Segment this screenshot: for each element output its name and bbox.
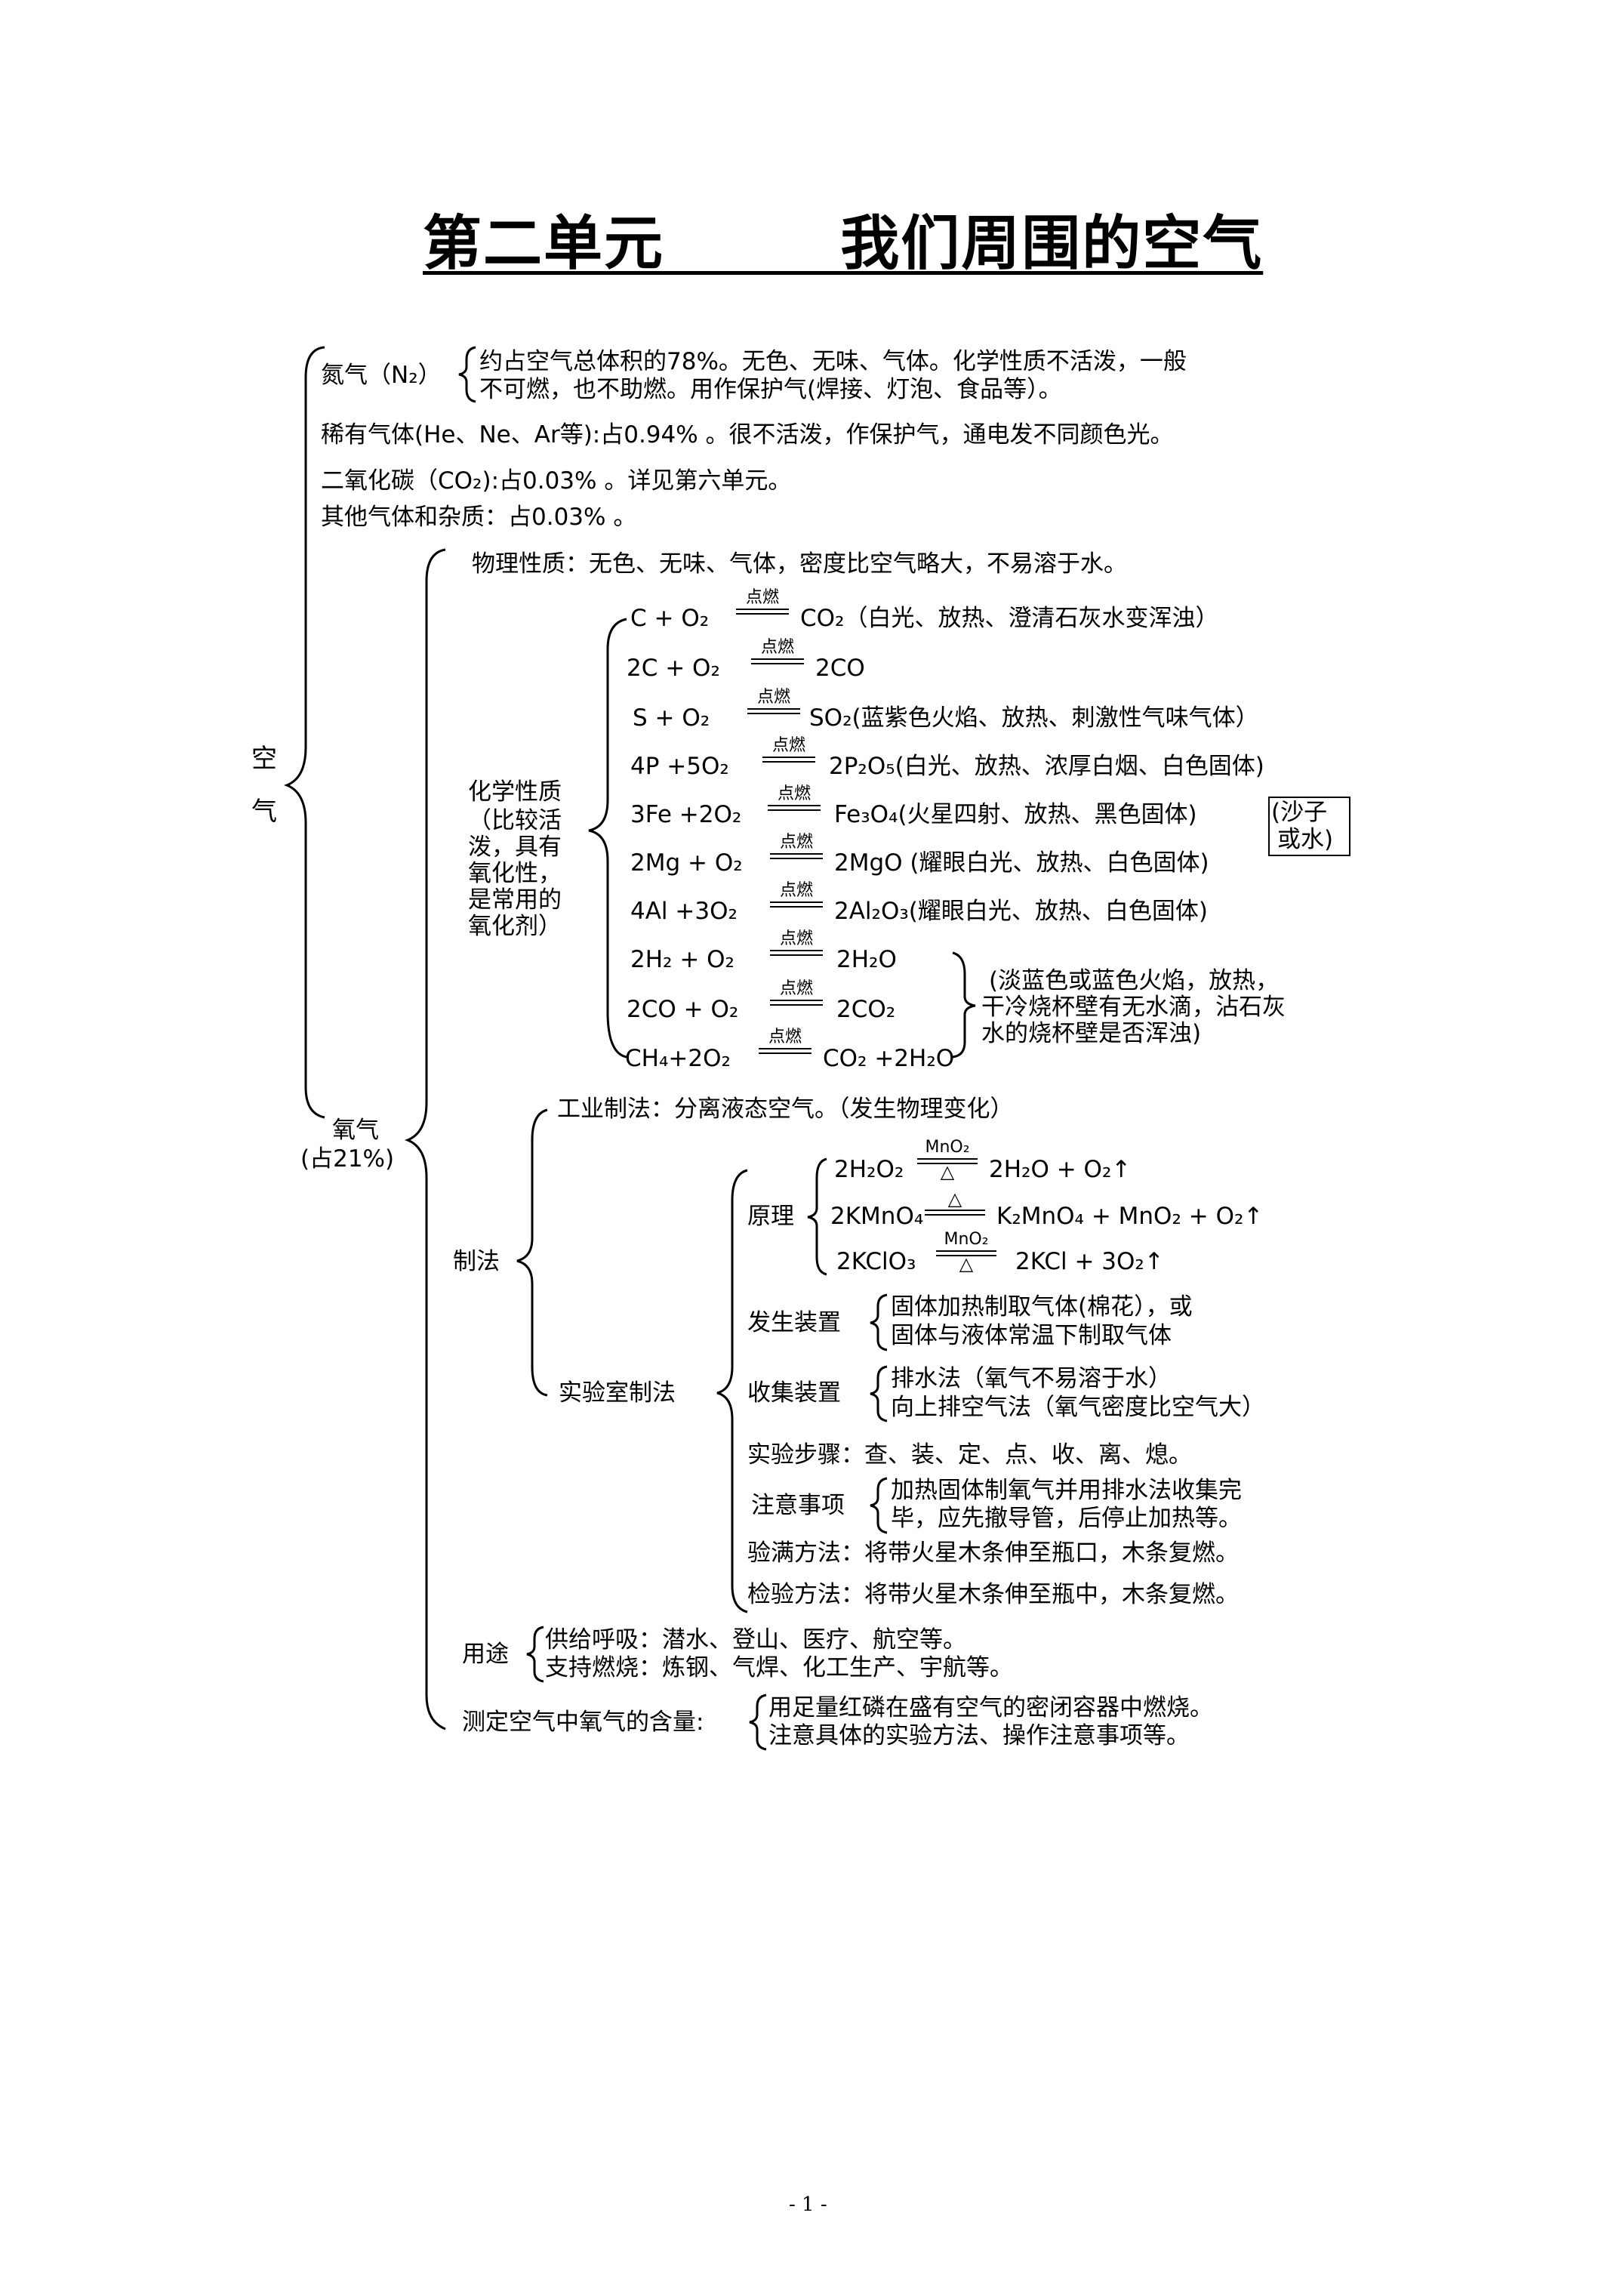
fe-note-line1: (沙子 <box>1271 799 1328 826</box>
reaction-lhs: 3Fe +2O₂ <box>630 801 742 828</box>
principle-rhs: 2KCl + 3O₂↑ <box>1015 1248 1164 1275</box>
reaction-lhs: 2H₂ + O₂ <box>630 946 735 973</box>
flame-note-line2: 干冷烧杯壁有无水滴，沾石灰 <box>981 994 1286 1021</box>
reaction-rhs: 2P₂O₅(白光、放热、浓厚白烟、白色固体) <box>829 753 1264 780</box>
flame-note-line3: 水的烧杯壁是否浑浊) <box>981 1020 1202 1047</box>
principle-rhs: 2H₂O + O₂↑ <box>989 1156 1132 1183</box>
chem-label-0: 化学性质 <box>468 778 562 806</box>
oxygen-percent: (占21%) <box>300 1145 395 1173</box>
n2-label: 氮气（N₂） <box>321 362 442 389</box>
notes-line2: 毕，应先撤导管，后停止加热等。 <box>891 1505 1242 1532</box>
reaction-rhs: 2CO₂ <box>836 996 896 1023</box>
chem-label-4: 是常用的 <box>468 886 562 914</box>
chem-label-3: 氧化性， <box>468 860 562 887</box>
gen-line2: 固体与液体常温下制取气体 <box>891 1322 1172 1349</box>
gen-label: 发生装置 <box>747 1309 841 1336</box>
reaction-lhs: C + O₂ <box>630 605 710 632</box>
principle-lhs: 2KClO₃ <box>836 1248 916 1275</box>
use-line2: 支持燃烧：炼钢、气焊、化工生产、宇航等。 <box>545 1654 1013 1681</box>
oxygen-label: 氧气 <box>332 1117 379 1144</box>
prep-label: 制法 <box>453 1248 500 1275</box>
collect-line1: 排水法（氧气不易溶于水） <box>891 1365 1172 1392</box>
experiment-steps: 实验步骤：查、装、定、点、收、离、熄。 <box>747 1441 1192 1469</box>
fe-note-box <box>1268 797 1350 856</box>
reaction-lhs: 2Mg + O₂ <box>630 849 743 877</box>
reaction-condition: 点燃 <box>736 589 789 615</box>
use-line1: 供给呼吸：潜水、登山、医疗、航空等。 <box>545 1626 966 1653</box>
reaction-lhs: 2C + O₂ <box>627 655 720 682</box>
reaction-rhs: SO₂(蓝紫色火焰、放热、刺激性气味气体） <box>809 704 1259 732</box>
reaction-lhs: 4P +5O₂ <box>630 753 729 780</box>
notes-label: 注意事项 <box>751 1492 845 1519</box>
physical-properties: 物理性质：无色、无味、气体，密度比空气略大，不易溶于水。 <box>472 550 1127 578</box>
reaction-condition: 点燃 <box>770 834 823 859</box>
others-line: 其他气体和杂质：占0.03% 。 <box>321 504 637 531</box>
collect-label: 收集装置 <box>747 1379 841 1407</box>
rare-gas-line: 稀有气体(He、Ne、Ar等):占0.94% 。很不活泼，作保护气，通电发不同颜… <box>321 421 1174 448</box>
reaction-condition: 点燃 <box>770 882 823 908</box>
principle-lhs: 2H₂O₂ <box>834 1156 904 1183</box>
root-air: 空气 <box>251 744 277 827</box>
fe-note-line2: 或水) <box>1277 826 1334 853</box>
reaction-lhs: 4Al +3O₂ <box>630 898 738 925</box>
chem-label-1: （比较活 <box>468 807 562 834</box>
gen-line1: 固体加热制取气体(棉花），或 <box>891 1293 1193 1321</box>
principle-condition: MnO₂△ <box>917 1139 978 1181</box>
principle-condition: MnO₂△ <box>936 1231 996 1273</box>
principle-lhs: 2KMnO₄ <box>830 1203 924 1230</box>
measure-label: 测定空气中氧气的含量: <box>462 1709 704 1736</box>
reaction-condition: 点燃 <box>762 737 815 763</box>
measure-line2: 注意具体的实验方法、操作注意事项等。 <box>768 1722 1190 1749</box>
reaction-rhs: 2CO <box>815 655 865 682</box>
reaction-rhs: CO₂（白光、放热、澄清石灰水变浑浊） <box>800 605 1219 632</box>
collect-line2: 向上排空气法（氧气密度比空气大） <box>891 1394 1265 1421</box>
reaction-rhs: CO₂ +2H₂O <box>823 1045 955 1072</box>
principle-rhs: K₂MnO₄ + MnO₂ + O₂↑ <box>996 1203 1264 1230</box>
reaction-rhs: Fe₃O₄(火星四射、放热、黑色固体) <box>834 801 1197 828</box>
reaction-rhs: 2H₂O <box>836 946 897 973</box>
industrial-prep: 工业制法：分离液态空气。（发生物理变化） <box>557 1096 1014 1123</box>
reaction-lhs: CH₄+2O₂ <box>625 1045 731 1072</box>
full-check-method: 验满方法：将带火星木条伸至瓶口，木条复燃。 <box>747 1539 1239 1567</box>
chem-label-5: 氧化剂） <box>468 913 562 940</box>
chem-label-2: 泼，具有 <box>468 834 562 861</box>
reaction-condition: 点燃 <box>751 639 804 664</box>
reaction-condition: 点燃 <box>747 689 800 714</box>
reaction-rhs: 2Al₂O₃(耀眼白光、放热、白色固体) <box>834 898 1208 925</box>
reaction-lhs: S + O₂ <box>633 704 710 732</box>
principle-label: 原理 <box>747 1203 794 1230</box>
notes-line1: 加热固体制氧气并用排水法收集完 <box>891 1477 1242 1504</box>
page-title: 第二单元 我们周围的空气 <box>423 210 1264 278</box>
n2-line1: 约占空气总体积的78%。无色、无味、气体。化学性质不活泼，一般 <box>479 348 1187 375</box>
reaction-lhs: 2CO + O₂ <box>627 996 739 1023</box>
reaction-condition: 点燃 <box>768 785 821 811</box>
page-number: - 1 - <box>789 2193 827 2216</box>
reaction-condition: 点燃 <box>770 930 823 956</box>
principle-condition: △ <box>925 1190 985 1216</box>
lab-prep-label: 实验室制法 <box>559 1379 676 1407</box>
test-method: 检验方法：将带火星木条伸至瓶中，木条复燃。 <box>747 1581 1239 1608</box>
reaction-condition: 点燃 <box>759 1028 812 1054</box>
co2-line: 二氧化碳（CO₂):占0.03% 。详见第六单元。 <box>321 467 792 495</box>
use-label: 用途 <box>462 1641 509 1668</box>
measure-line1: 用足量红磷在盛有空气的密闭容器中燃烧。 <box>768 1694 1213 1721</box>
flame-note-line1: (淡蓝色或蓝色火焰，放热， <box>989 967 1280 994</box>
reaction-rhs: 2MgO (耀眼白光、放热、白色固体) <box>834 849 1209 877</box>
reaction-condition: 点燃 <box>770 980 823 1006</box>
n2-line2: 不可燃，也不助燃。用作保护气(焊接、灯泡、食品等）。 <box>479 376 1062 403</box>
